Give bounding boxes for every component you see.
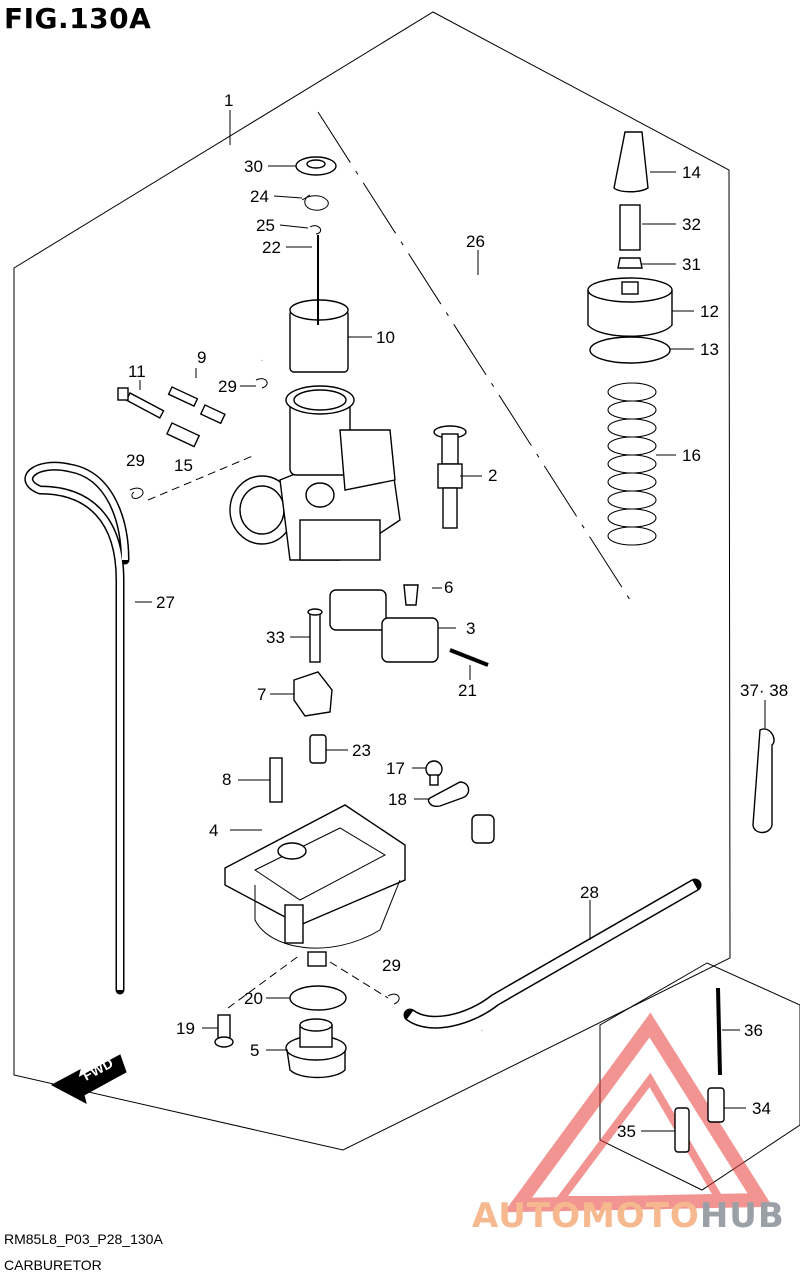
callout-12: 12: [700, 302, 719, 321]
callout-labels: 1 2 3 4 5 6 7 8 9 10 11 12 13 14 15 16 1…: [126, 91, 788, 1141]
cap-14: [613, 131, 649, 193]
callout-30: 30: [244, 157, 263, 176]
callout-16: 16: [682, 446, 701, 465]
watermark-text-left: AUTOMOTO: [472, 1196, 700, 1236]
callout-4: 4: [209, 821, 218, 840]
nut-31: [617, 257, 643, 269]
callout-31: 31: [682, 255, 701, 274]
top-cap-12: [587, 277, 673, 337]
callout-21: 21: [458, 681, 477, 700]
clip-29-left: [129, 487, 144, 499]
callout-27: 27: [156, 593, 175, 612]
callout-1: 1: [224, 91, 233, 110]
needle-36: [716, 987, 722, 1076]
figure-code: RM85L8_P03_P28_130A: [4, 1231, 163, 1247]
callout-20: 20: [244, 989, 263, 1008]
callout-13: 13: [700, 340, 719, 359]
screw-17: [425, 760, 443, 786]
callout-2: 2: [488, 466, 497, 485]
callout-29-lower: 29: [382, 956, 401, 975]
clip-29-upper: [255, 378, 268, 389]
adjuster-32: [619, 204, 641, 251]
leader-lines: [135, 110, 766, 1132]
callout-25: 25: [256, 216, 275, 235]
callout-26: 26: [466, 232, 485, 251]
callout-37-38: 37· 38: [740, 681, 788, 700]
drain-plug-5: [285, 1018, 347, 1079]
jet-34: [707, 1087, 725, 1123]
callout-5: 5: [250, 1041, 259, 1060]
spring-16: [607, 382, 657, 546]
callout-9: 9: [197, 348, 206, 367]
callout-33: 33: [266, 628, 285, 647]
callout-10: 10: [376, 328, 395, 347]
callout-23: 23: [352, 741, 371, 760]
pilot-jet-8: [269, 757, 283, 803]
clip-37-38: [752, 728, 775, 834]
clip-25: [309, 225, 322, 235]
callout-18: 18: [388, 790, 407, 809]
assembly-boundary: [13, 11, 731, 1151]
o-ring-20: [289, 985, 347, 1011]
callout-19: 19: [176, 1019, 195, 1038]
callout-15: 15: [174, 456, 193, 475]
watermark-text: AUTOMOTOHUB: [472, 1196, 785, 1236]
callout-8: 8: [222, 770, 231, 789]
callout-35: 35: [617, 1122, 636, 1141]
callout-24: 24: [250, 187, 269, 206]
cable-sleeve: [471, 814, 495, 844]
float-pin-21: [449, 648, 489, 667]
gasket-13: [589, 336, 671, 364]
vent-hose-27: [24, 461, 130, 995]
bracket-18: [427, 781, 470, 808]
float-bowl: [224, 804, 406, 967]
callout-17: 17: [386, 759, 405, 778]
holder-7: [293, 671, 333, 717]
callout-29-upper: 29: [218, 377, 237, 396]
callout-14: 14: [682, 163, 701, 182]
callout-22: 22: [262, 238, 281, 257]
spring-15: [165, 422, 201, 448]
callout-34: 34: [752, 1099, 771, 1118]
figure-title: FIG.130A: [4, 2, 152, 35]
jet-33: [307, 608, 323, 663]
main-jet-23: [309, 734, 327, 764]
subkit-boundary: [599, 962, 800, 1191]
clip-29-lower: [387, 993, 400, 1005]
figure-name: CARBURETOR: [4, 1257, 102, 1273]
callout-7: 7: [257, 685, 266, 704]
carburetor-body: [229, 385, 401, 561]
callout-3: 3: [466, 619, 475, 638]
callout-29-left: 29: [126, 451, 145, 470]
screw-11: [117, 387, 165, 419]
jet-needle-assembly: [433, 425, 467, 529]
callout-6: 6: [444, 578, 453, 597]
callout-36: 36: [744, 1021, 763, 1040]
clip-24: [301, 194, 329, 211]
float-3: [329, 589, 439, 663]
jet-35: [674, 1107, 690, 1153]
fwd-arrow-icon: [50, 1054, 127, 1104]
screw-9: [167, 386, 226, 425]
callout-11: 11: [128, 362, 146, 381]
callout-32: 32: [682, 215, 701, 234]
callout-28: 28: [580, 883, 599, 902]
screw-19: [214, 1014, 234, 1048]
float-valve-6: [403, 584, 419, 606]
watermark-text-right: HUB: [699, 1196, 785, 1236]
